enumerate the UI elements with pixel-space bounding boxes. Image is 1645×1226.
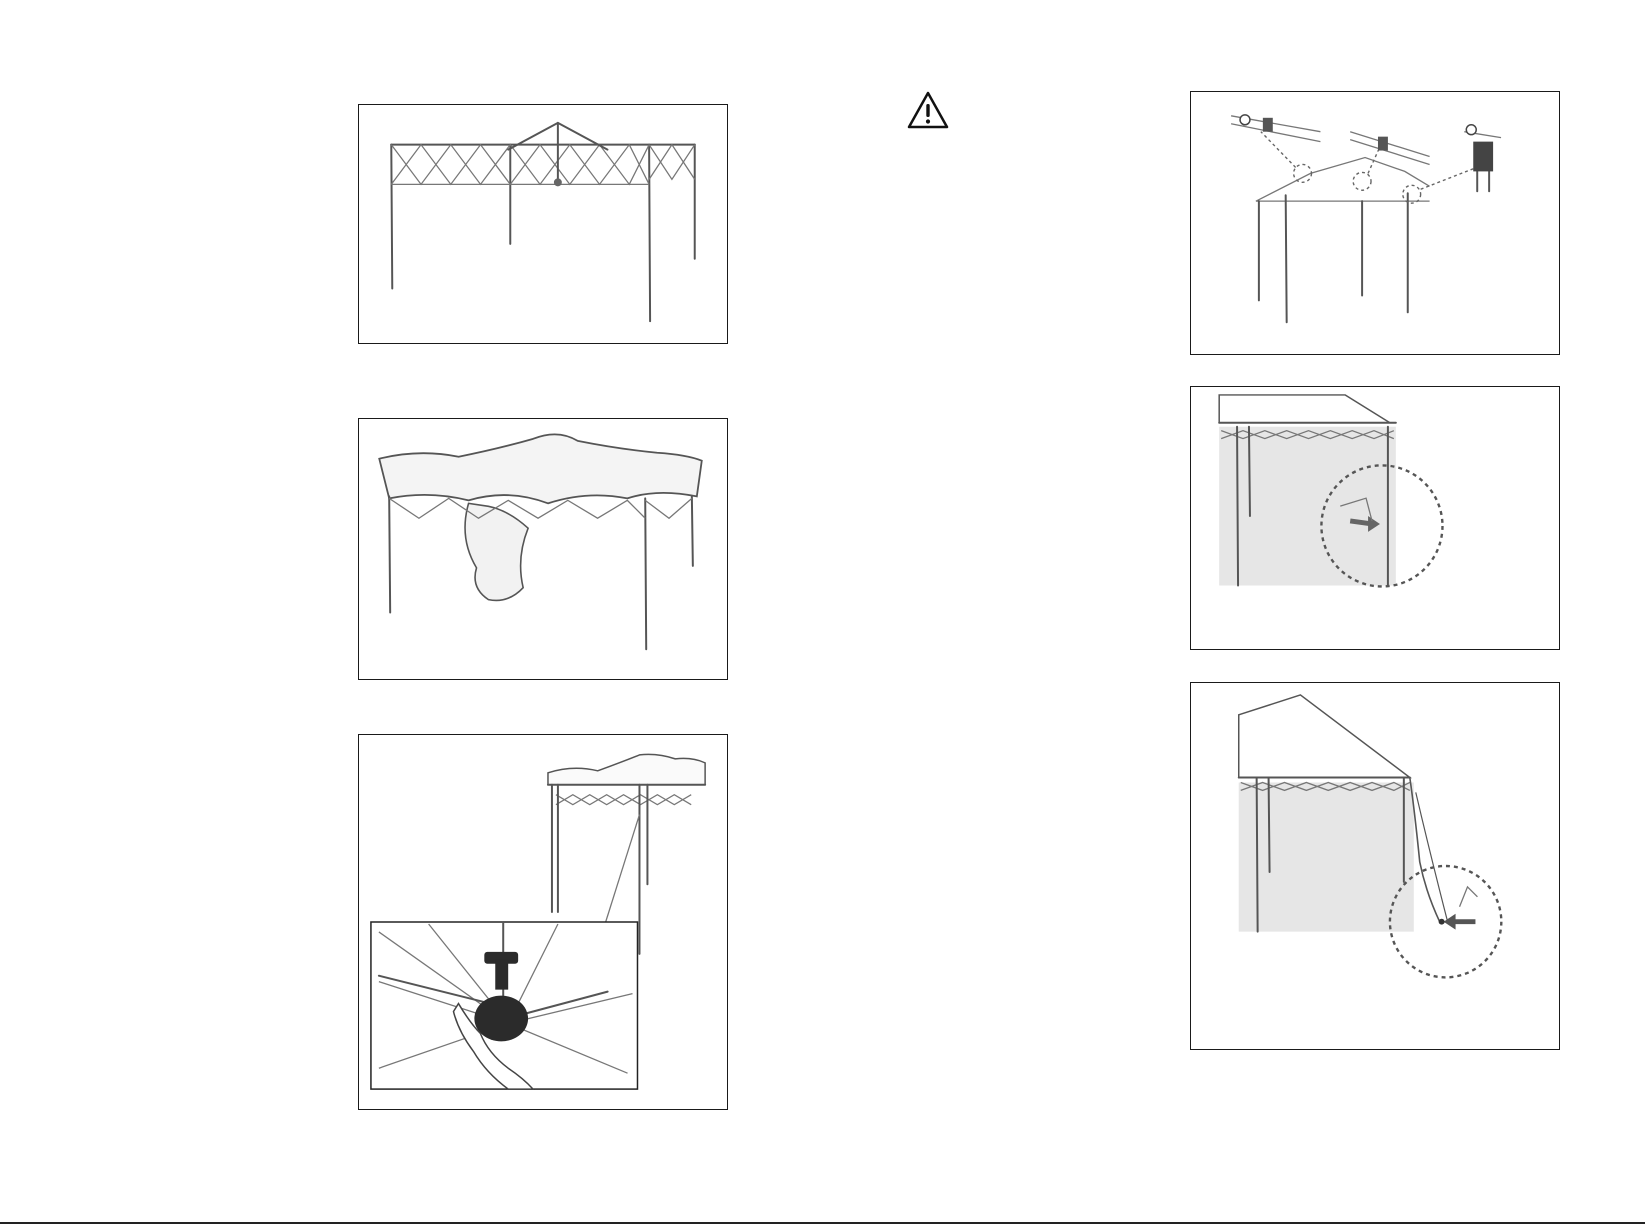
leg-extension-lock-illustration xyxy=(1190,682,1560,1050)
warning-triangle-icon xyxy=(906,90,950,130)
frame-expanded-illustration xyxy=(358,104,728,344)
center-hub-lock-illustration xyxy=(358,734,728,1110)
canopy-placed-on-frame-illustration xyxy=(358,418,728,680)
leg-slider-lock-illustration xyxy=(1190,386,1560,650)
frame-joint-details-illustration xyxy=(1190,91,1560,355)
footer-rule xyxy=(0,1222,1645,1224)
